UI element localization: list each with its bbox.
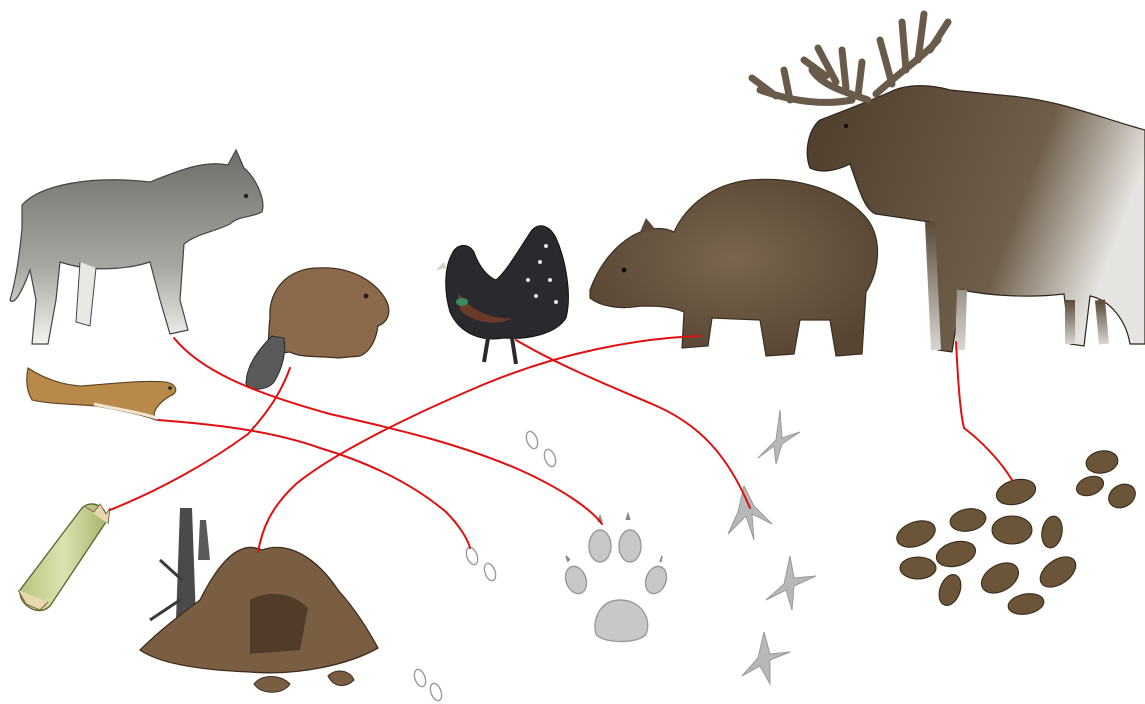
connection-beaver-to-gnawed-log (109, 367, 291, 511)
droppings-icon[interactable] (893, 448, 1140, 617)
connection-weasel-to-small-tracks (157, 419, 471, 549)
bird-tracks-icon[interactable] (727, 409, 817, 686)
connection-bear-to-anthill (257, 335, 701, 553)
weasel-icon[interactable] (26, 367, 177, 422)
capercaillie-icon[interactable] (436, 225, 569, 365)
paw-print-icon[interactable] (562, 511, 670, 643)
bear-icon[interactable] (589, 178, 879, 357)
moose-icon[interactable] (748, 10, 1145, 353)
connection-capercaillie-to-bird-tracks (515, 339, 751, 509)
connection-moose-to-droppings (955, 341, 1013, 481)
anthill-icon[interactable] (138, 508, 379, 693)
small-tracks-icon[interactable] (412, 430, 558, 702)
wolf-icon[interactable] (9, 148, 264, 345)
gnawed-log-icon[interactable] (17, 503, 111, 612)
beaver-icon[interactable] (245, 267, 390, 390)
connection-wolf-to-paw-print (173, 337, 603, 525)
